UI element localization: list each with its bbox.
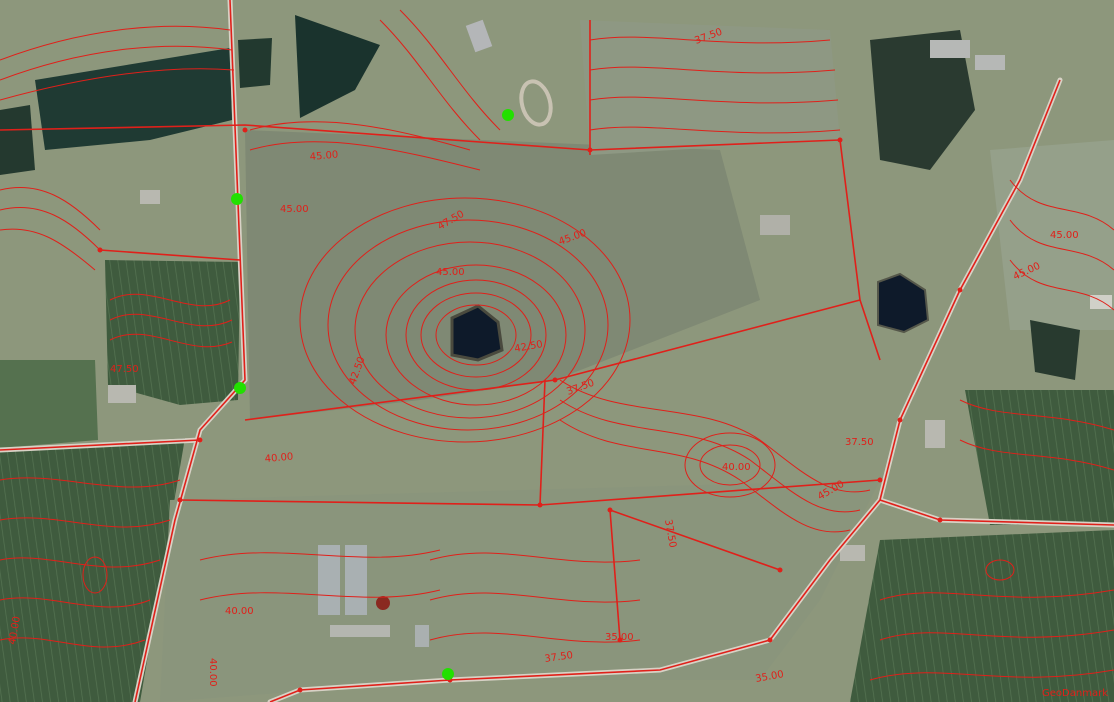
- elevation-label: 47.50: [110, 364, 139, 375]
- elevation-label: 40.00: [225, 606, 254, 617]
- water-bodies: [450, 272, 930, 362]
- elevation-label: 42.50: [514, 339, 544, 355]
- survey-marker[interactable]: [231, 193, 243, 205]
- track: [519, 79, 553, 127]
- buildings: [108, 19, 1112, 647]
- elevation-label: 45.00: [436, 267, 465, 278]
- elevation-label: 40.00: [264, 452, 293, 465]
- elevation-label: 40.00: [722, 462, 751, 473]
- elevation-label: 37.50: [662, 519, 678, 549]
- elevation-label: 45.00: [1050, 230, 1079, 241]
- survey-marker[interactable]: [442, 668, 454, 680]
- elevation-label: 45.00: [309, 150, 338, 163]
- map-attribution: GeoDanmark: [1042, 688, 1108, 699]
- survey-marker[interactable]: [234, 382, 246, 394]
- elevation-label: 35.00: [605, 632, 634, 643]
- elevation-label: 35.00: [755, 669, 785, 685]
- elevation-label: 45.00: [280, 204, 309, 215]
- elevation-label: 37.50: [845, 437, 874, 448]
- elevation-label: 40.00: [7, 615, 23, 645]
- markers[interactable]: [231, 109, 514, 680]
- elevation-label: 37.50: [544, 650, 574, 665]
- survey-marker[interactable]: [502, 109, 514, 121]
- forest-areas: [0, 15, 1080, 380]
- elevation-label: 40.00: [207, 658, 218, 687]
